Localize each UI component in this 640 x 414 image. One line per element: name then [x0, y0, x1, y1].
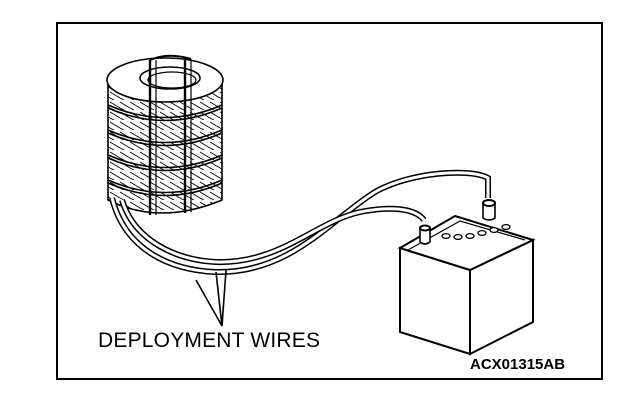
figure-reference-code: ACX01315AB	[470, 356, 566, 373]
deployment-wires	[109, 169, 491, 276]
battery-icon	[397, 199, 536, 356]
label-leader-lines	[195, 269, 227, 327]
tire-stack-icon	[106, 54, 224, 215]
deployment-wires-label: DEPLOYMENT WIRES	[98, 329, 321, 352]
